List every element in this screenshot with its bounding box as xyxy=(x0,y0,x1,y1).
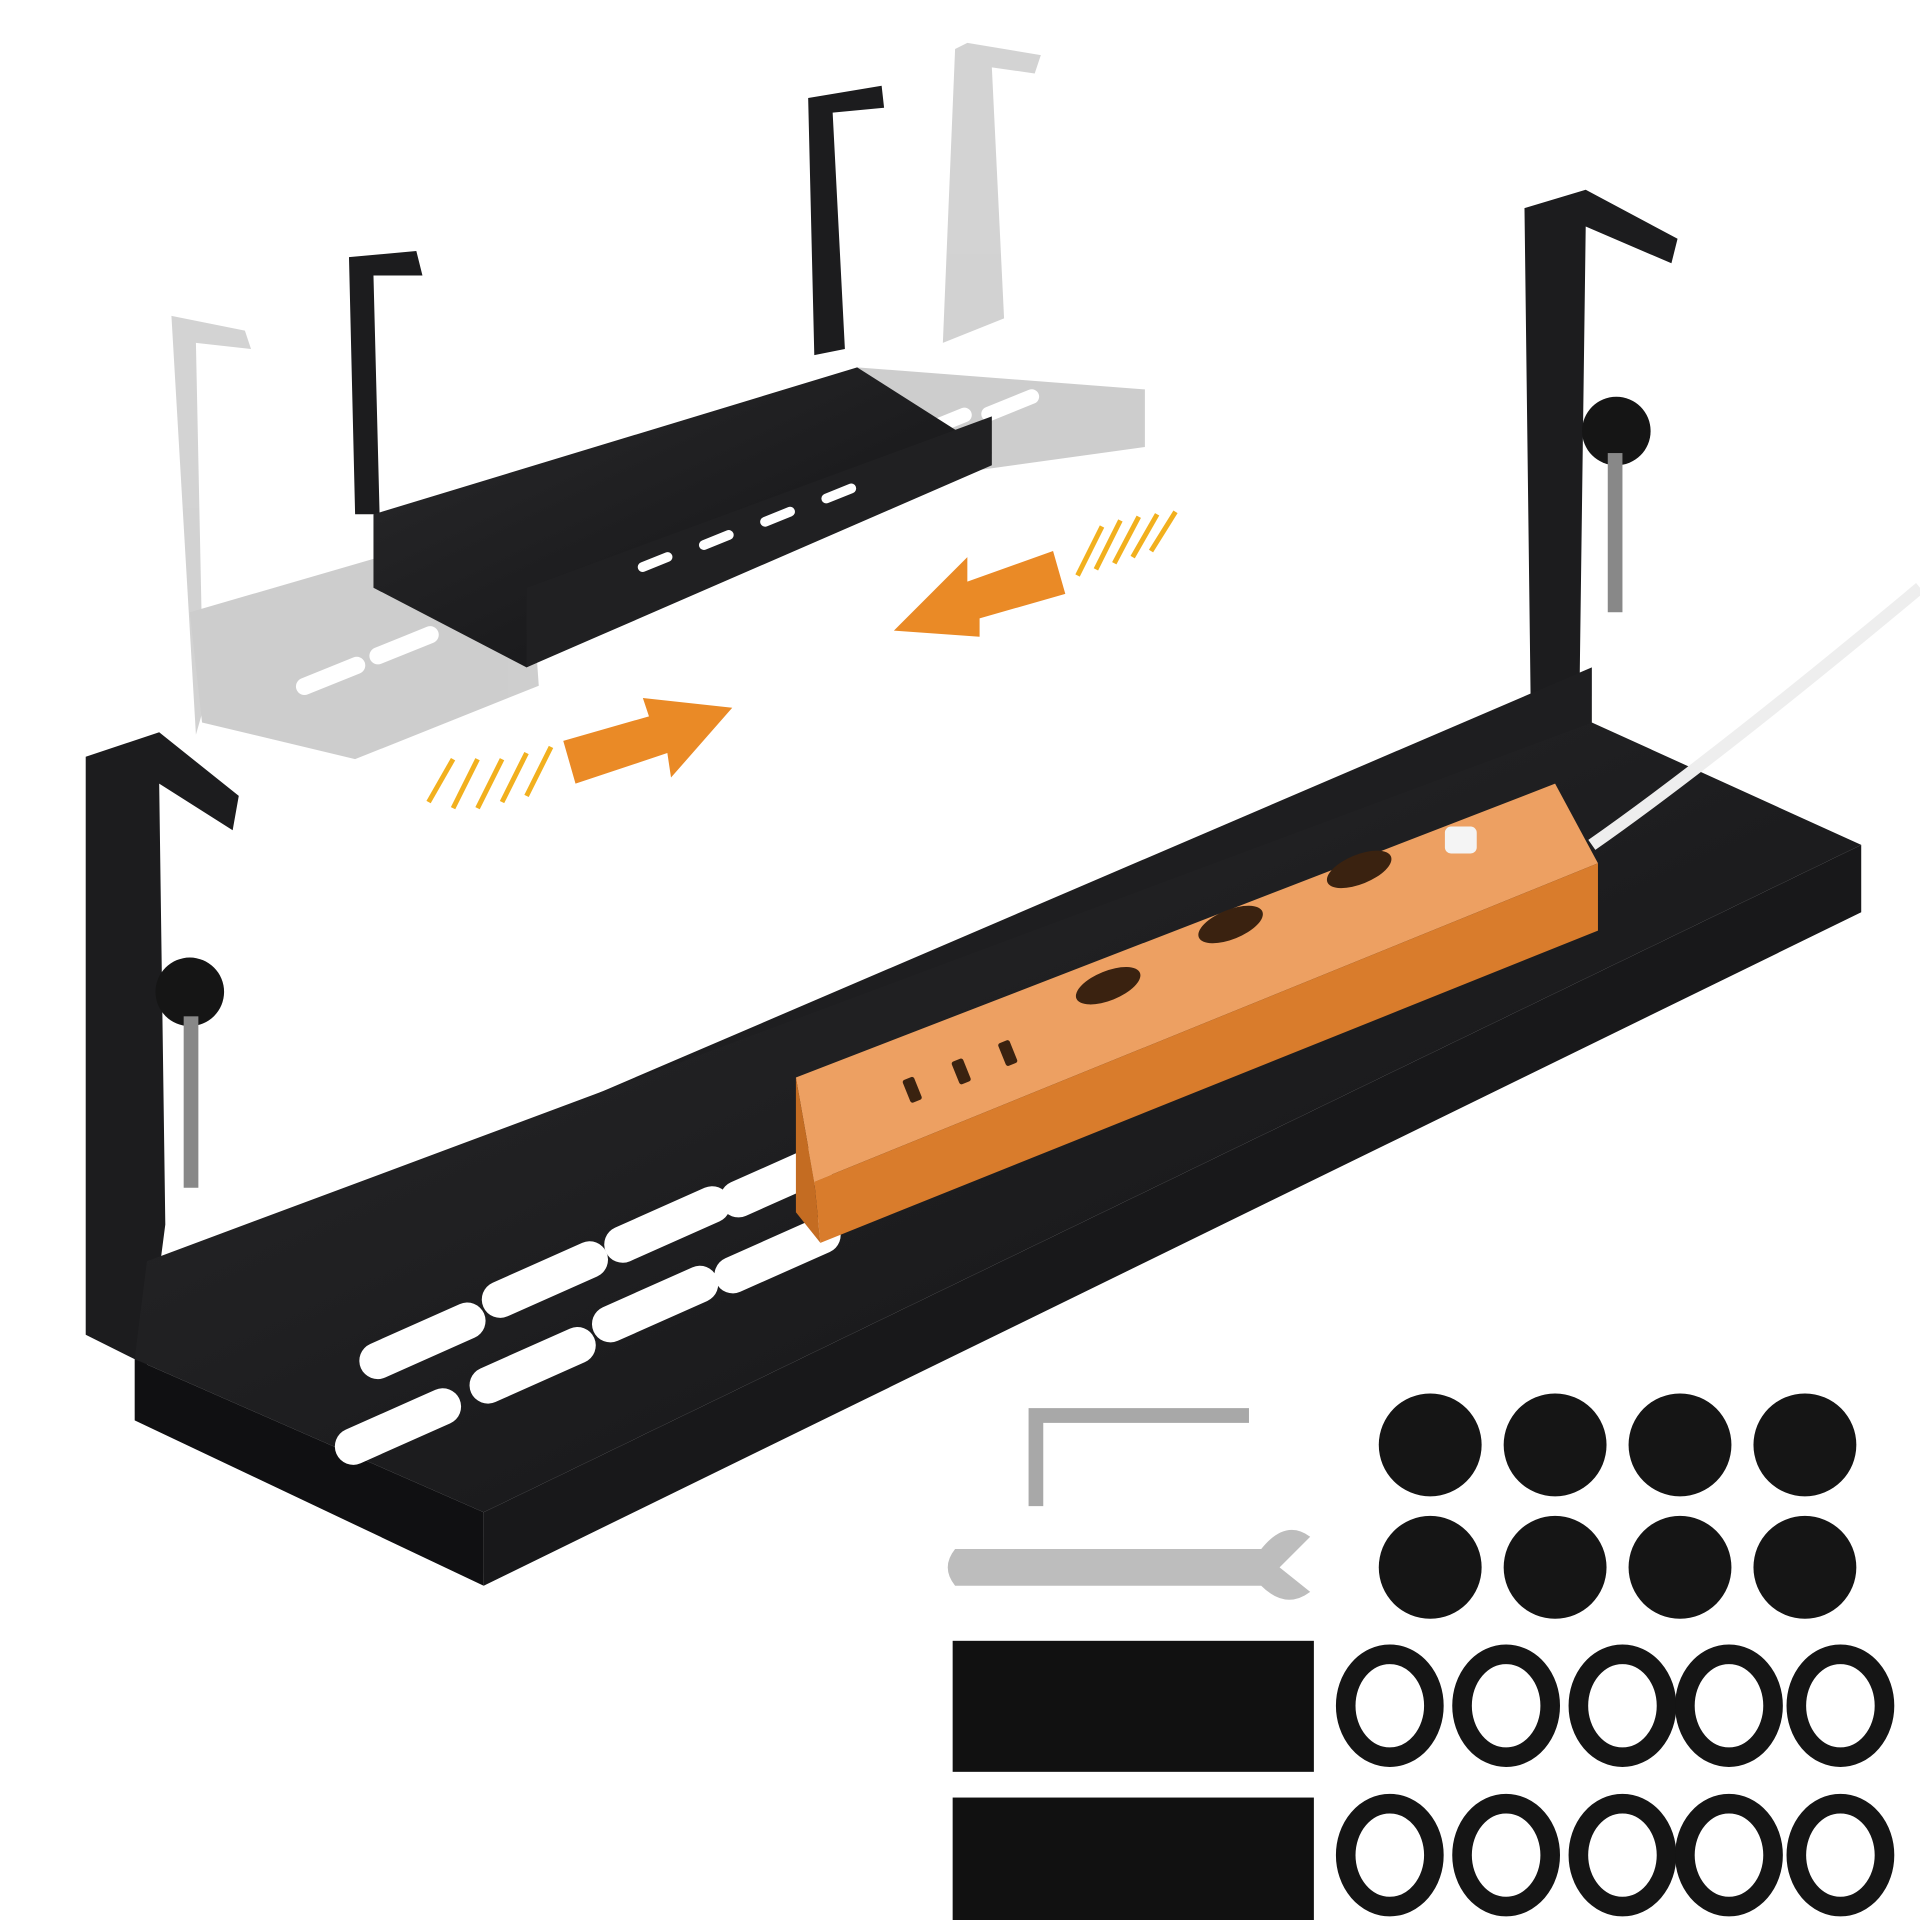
slide-arrow-right xyxy=(426,697,733,810)
cable-clip xyxy=(1753,1515,1857,1619)
left-clamp-knob xyxy=(155,957,225,1027)
cable-clips xyxy=(1378,1393,1857,1619)
hex-key xyxy=(1028,1408,1249,1507)
velcro-tie xyxy=(1675,1793,1783,1917)
compact-tray xyxy=(348,85,992,668)
cable-clip xyxy=(1378,1515,1482,1619)
power-strip xyxy=(795,583,1920,1243)
right-bracket xyxy=(1524,189,1678,698)
wrench xyxy=(947,1529,1311,1600)
accessories xyxy=(947,1393,1895,1920)
left-bracket xyxy=(85,732,239,1366)
cable-clip xyxy=(1753,1393,1857,1497)
small-left-bracket xyxy=(348,251,423,515)
velcro-tie xyxy=(1675,1644,1783,1767)
cable-clip xyxy=(1628,1515,1732,1619)
small-tray-body xyxy=(373,367,992,668)
velcro-tie xyxy=(1452,1793,1560,1917)
adhesive-pad xyxy=(952,1640,1314,1772)
tray-front-wall xyxy=(483,844,1862,1586)
cable-clip xyxy=(1628,1393,1732,1497)
right-clamp-screw xyxy=(1607,453,1623,613)
adhesive-pad xyxy=(952,1797,1314,1920)
velcro-tie xyxy=(1568,1644,1677,1767)
power-switch xyxy=(1444,826,1477,854)
velcro-tie xyxy=(1335,1644,1444,1767)
velcro-ties xyxy=(1335,1644,1895,1917)
cable-clip xyxy=(1503,1393,1607,1497)
velcro-tie xyxy=(1335,1793,1444,1917)
right-clamp-knob xyxy=(1582,396,1651,466)
velcro-tie xyxy=(1452,1644,1560,1767)
left-clamp-screw xyxy=(183,1016,199,1188)
velcro-tie xyxy=(1568,1793,1677,1917)
velcro-tie xyxy=(1786,1644,1895,1767)
cable-clip xyxy=(1378,1393,1482,1497)
velcro-tie xyxy=(1786,1793,1895,1917)
power-cord xyxy=(1588,583,1920,850)
cable-clip xyxy=(1503,1515,1607,1619)
small-right-bracket xyxy=(808,85,885,356)
slide-arrow-left xyxy=(893,510,1178,637)
